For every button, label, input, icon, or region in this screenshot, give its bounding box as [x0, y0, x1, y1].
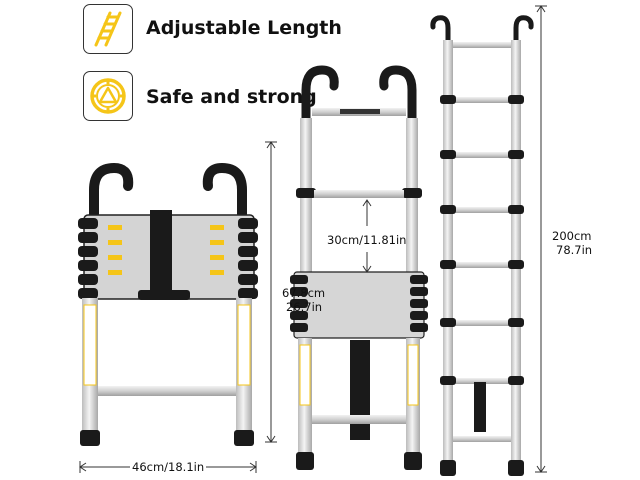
bottom-rung [98, 386, 236, 396]
ladder-icon [94, 11, 122, 47]
folded-height-dimension-line [265, 141, 277, 443]
safe-strong-badge [83, 71, 133, 121]
step-spacing-label: 30cm/11.81in [327, 233, 407, 247]
folded-height-cm-label: 67.8cm [282, 286, 326, 300]
feature-safe-strong: Safe and strong [146, 86, 317, 108]
adjustable-length-badge [83, 4, 133, 54]
partial-ladder [290, 65, 428, 470]
full-height-dimension-line [535, 5, 547, 473]
step-spacing-dimension-line [362, 199, 372, 273]
left-foot [80, 430, 100, 446]
safety-ring-icon [90, 78, 126, 114]
folded-ladder [78, 162, 258, 446]
full-height-in-label: 78.7in [556, 243, 593, 257]
full-height-cm-label: 200cm [552, 229, 592, 243]
feature-adjustable-length: Adjustable Length [146, 17, 342, 39]
folded-height-in-label: 26.7in [286, 300, 323, 314]
right-foot [234, 430, 254, 446]
left-hook [89, 162, 134, 219]
width-label: 46cm/18.1in [130, 460, 207, 474]
left-hook [301, 65, 339, 125]
right-hook [202, 162, 247, 219]
full-ladder [430, 15, 534, 476]
right-hook [379, 65, 417, 125]
strap [350, 340, 370, 440]
left-hook [430, 15, 451, 45]
right-hook [513, 15, 534, 45]
strap [474, 382, 486, 432]
strap [150, 210, 172, 300]
strap-handle [138, 290, 190, 300]
